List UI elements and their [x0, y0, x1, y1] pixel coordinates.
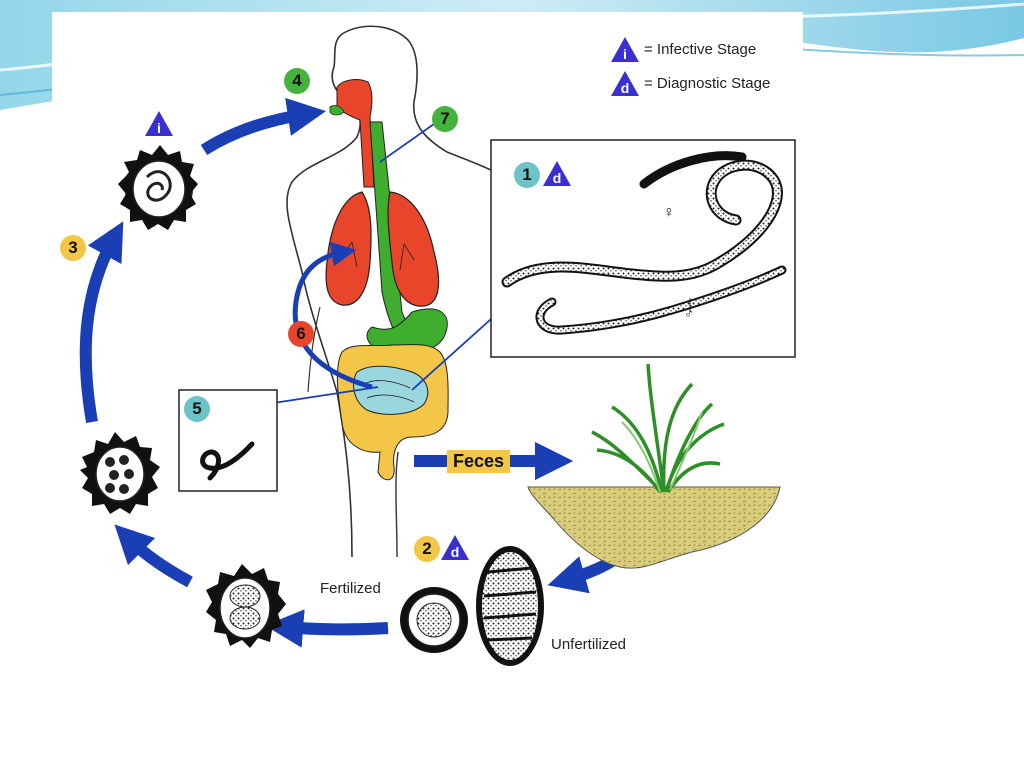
soil-with-grass — [527, 363, 781, 569]
legend-infective: i = Infective Stage — [610, 36, 756, 63]
infective-egg — [118, 145, 198, 230]
fertilized-egg — [400, 587, 468, 653]
diagnostic-stage-icon: d — [610, 70, 640, 97]
feces-label: Feces — [447, 450, 511, 473]
small-intestine — [353, 365, 429, 415]
unfertilized-label: Unfertilized — [551, 636, 627, 653]
male-symbol: ♂ — [684, 306, 694, 321]
stage-6-label: 6 — [288, 321, 314, 347]
stage-1-diagnostic-badge: d — [542, 160, 572, 187]
unfertilized-egg — [476, 546, 544, 666]
arrow-fertilized-to-cleavage — [264, 609, 389, 648]
stage-2-label: 2 — [414, 536, 440, 562]
adult-worms-box — [490, 139, 796, 358]
stage-1-label: 1 — [514, 162, 540, 188]
life-cycle-diagram-panel: i = Infective Stage d = Diagnostic Stage… — [52, 12, 803, 673]
legend-infective-label: = Infective Stage — [644, 41, 757, 58]
fertilized-label: Fertilized — [320, 580, 381, 597]
arrow-stage3-to-infective — [79, 221, 124, 424]
cleavage-egg — [206, 564, 286, 648]
stage-6-migration-arrow — [292, 241, 373, 390]
arrow-embryonated-up — [114, 524, 193, 588]
right-lung — [387, 191, 440, 307]
infective-stage-icon: i — [610, 36, 640, 63]
female-symbol: ♀ — [663, 204, 675, 221]
arrow-egg-to-mouth — [200, 97, 326, 156]
infective-badge: i — [144, 110, 174, 137]
stage-2-diagnostic-badge: d — [440, 534, 470, 561]
stage-3-label: 3 — [60, 235, 86, 261]
stage-7-label: 7 — [432, 106, 458, 132]
legend-diagnostic: d = Diagnostic Stage — [610, 70, 770, 97]
stage-5-label: 5 — [184, 396, 210, 422]
life-cycle-diagram — [79, 25, 796, 666]
larva — [200, 441, 255, 481]
stage-4-label: 4 — [284, 68, 310, 94]
pharynx-trachea — [336, 79, 375, 188]
left-lung — [325, 191, 372, 306]
legend-diagnostic-label: = Diagnostic Stage — [644, 75, 771, 92]
embryonated-egg — [80, 432, 160, 514]
